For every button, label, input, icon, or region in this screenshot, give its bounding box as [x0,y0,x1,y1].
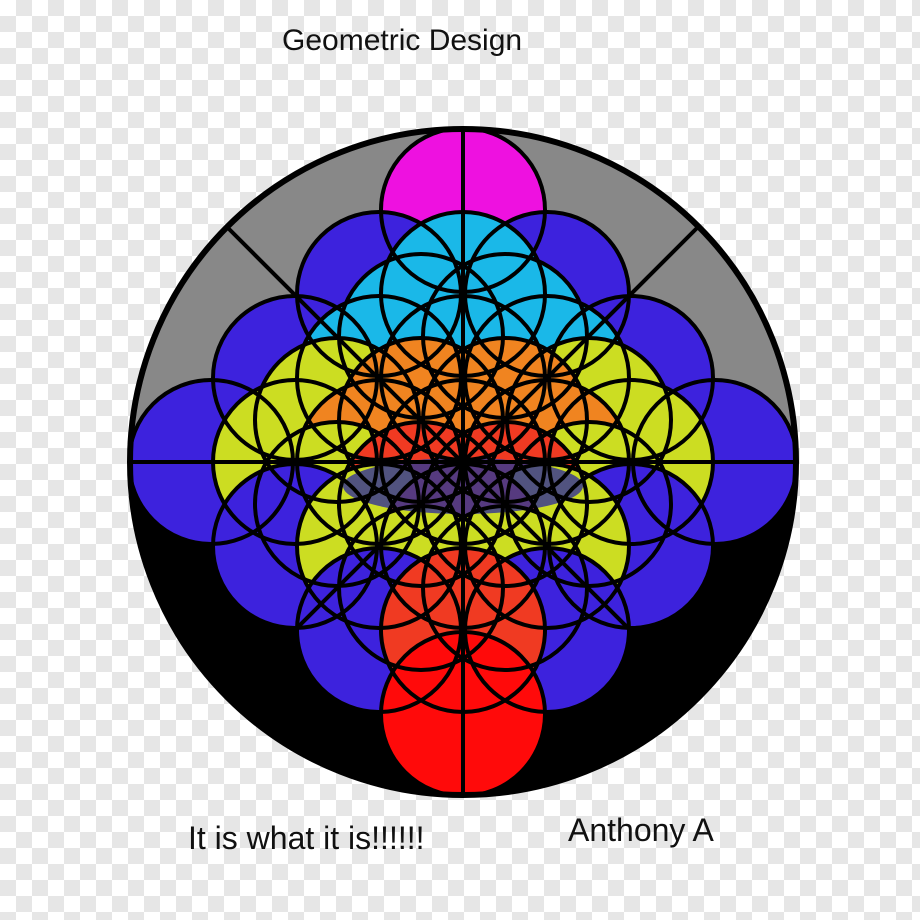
pattern-circle-outline [421,336,589,504]
author-name: Anthony A [568,812,714,848]
pattern-circle-outline [505,420,673,588]
design-title: Geometric Design [282,24,523,57]
diagonal-line-2 [223,223,702,702]
outer-rim [127,126,799,798]
pattern-circle-outline [337,252,505,420]
caption-text: It is what it is!!!!!! [188,820,425,856]
